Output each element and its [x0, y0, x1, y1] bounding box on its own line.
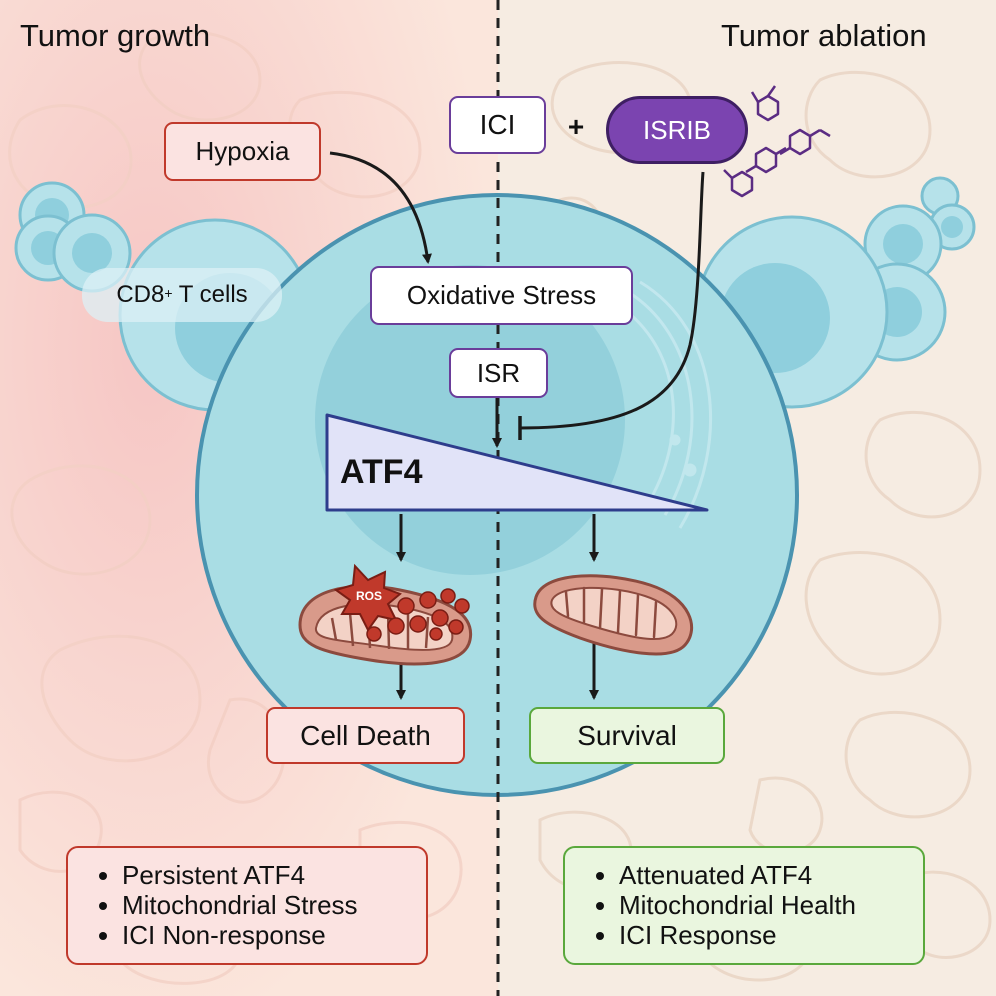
- right-summary-list: Attenuated ATF4 Mitochondrial Health ICI…: [587, 860, 923, 950]
- survival-node: Survival: [529, 707, 725, 764]
- oxidative-stress-label: Oxidative Stress: [406, 280, 597, 310]
- isrib-node: ISRIB: [606, 96, 748, 164]
- plus-sign: +: [567, 111, 585, 142]
- left-summary-item: Mitochondrial Stress: [122, 890, 426, 920]
- left-summary-list: Persistent ATF4 Mitochondrial Stress ICI…: [90, 860, 426, 950]
- isrib-label: ISRIB: [643, 114, 711, 145]
- isr-node: ISR: [449, 348, 548, 398]
- healthy-mitochondrion-icon: [533, 574, 694, 656]
- left-panel-title: Tumor growth: [20, 18, 211, 53]
- t-cells-suffix: T cells: [172, 281, 248, 308]
- t-cells-label: CD8+ T cells: [82, 268, 282, 322]
- atf4-gradient-triangle: [325, 413, 709, 512]
- arrow-hypoxia-to-oxidative-stress: [329, 151, 432, 264]
- left-summary-item: ICI Non-response: [122, 920, 426, 950]
- right-summary-item: Attenuated ATF4: [619, 860, 923, 890]
- t-cells-name: CD8: [116, 281, 165, 308]
- survival-label: Survival: [577, 719, 677, 751]
- right-summary-item: ICI Response: [619, 920, 923, 950]
- right-summary-item: Mitochondrial Health: [619, 890, 923, 920]
- oxidative-stress-node: Oxidative Stress: [370, 266, 633, 325]
- hypoxia-label: Hypoxia: [195, 136, 290, 166]
- t-cells-superscript: +: [164, 285, 173, 301]
- cell-death-node: Cell Death: [266, 707, 465, 764]
- right-summary-box: Attenuated ATF4 Mitochondrial Health ICI…: [563, 846, 925, 965]
- ici-label: ICI: [479, 109, 516, 140]
- cell-death-label: Cell Death: [300, 719, 431, 751]
- isr-label: ISR: [476, 357, 521, 388]
- ros-burst-icon: [333, 563, 402, 632]
- hypoxia-node: Hypoxia: [164, 122, 321, 181]
- damaged-mitochondrion-icon: [298, 563, 473, 666]
- left-summary-item: Persistent ATF4: [122, 860, 426, 890]
- ici-node: ICI: [449, 96, 546, 154]
- t-cells-right: [695, 176, 976, 409]
- left-summary-box: Persistent ATF4 Mitochondrial Stress ICI…: [66, 846, 428, 965]
- isrib-molecule-icons: [723, 85, 831, 198]
- ros-text: ROS: [355, 589, 382, 603]
- atf4-label: ATF4: [340, 452, 423, 491]
- inhibition-isrib-to-isr: [519, 171, 705, 430]
- right-panel-title: Tumor ablation: [721, 18, 927, 53]
